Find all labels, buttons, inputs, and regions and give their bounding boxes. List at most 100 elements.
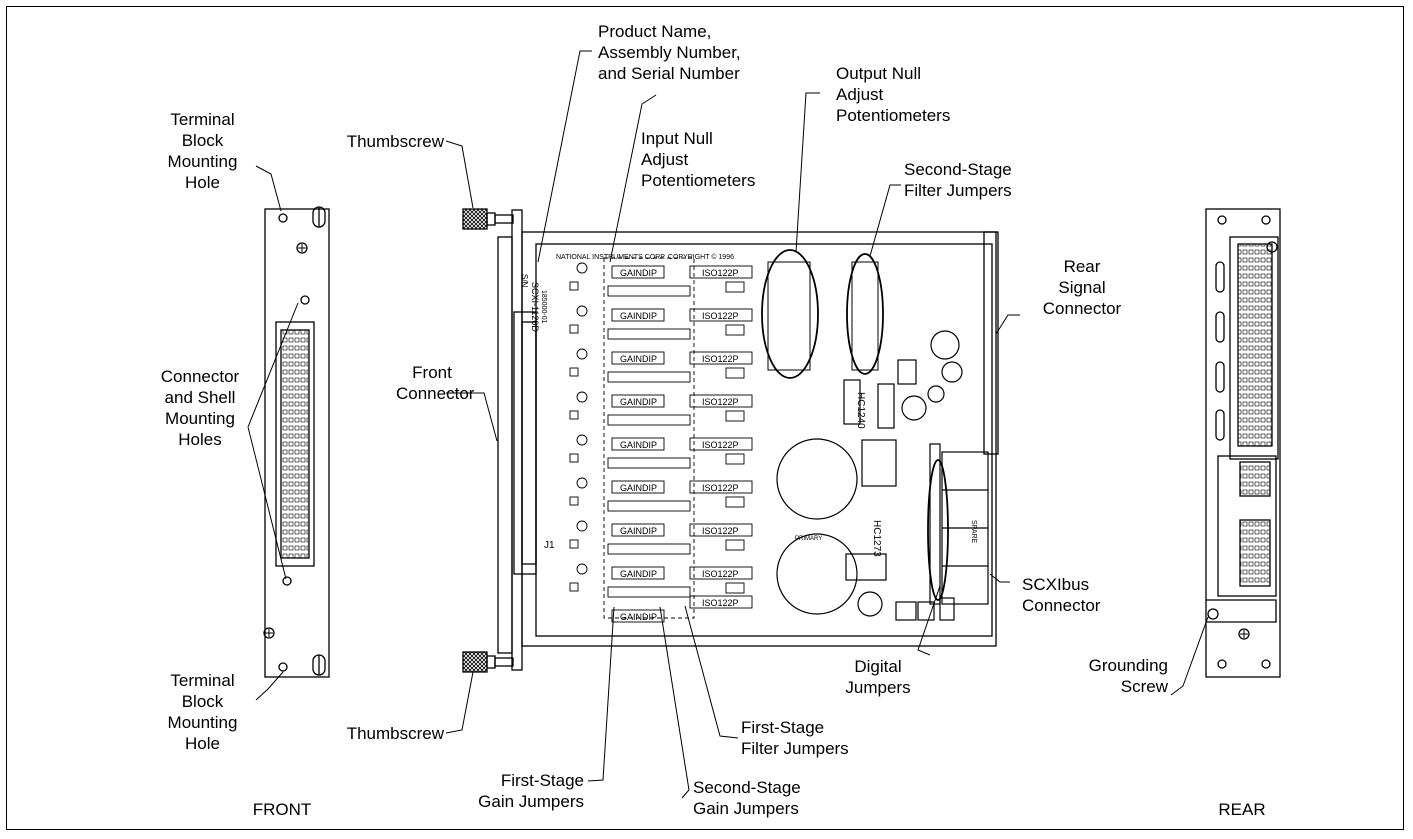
label-thumbscrew-top: Thumbscrew (346, 132, 444, 151)
component (725, 324, 745, 336)
svg-text:J1: J1 (544, 540, 555, 551)
jumper-strip (607, 586, 691, 598)
output-null-pots (761, 249, 819, 379)
input-pot (576, 391, 588, 403)
svg-text:HC1273: HC1273 (871, 520, 882, 557)
label-rear-view: REAR (1218, 800, 1266, 819)
jumper-strip (607, 414, 691, 426)
jumper-strip (607, 457, 691, 469)
input-pot (576, 520, 588, 532)
iso-label: ISO122P (702, 354, 739, 364)
gaindip-block (611, 394, 665, 408)
amplifier-rows: GAINDIP ISO122P GAINDIP ISO122P GAINDIP ISO12… (569, 257, 753, 623)
component (569, 496, 579, 506)
gaindip-label: GAINDIP (620, 268, 657, 278)
component (725, 496, 745, 508)
jumper-strip (607, 500, 691, 512)
gaindip-label: GAINDIP (620, 311, 657, 321)
svg-text:HC1240: HC1240 (855, 392, 866, 429)
iso-label: ISO122P (702, 268, 739, 278)
component (569, 453, 579, 463)
front-panel (263, 206, 330, 678)
component (569, 582, 579, 592)
gaindip-block (611, 480, 665, 494)
gaindip-label: GAINDIP (620, 569, 657, 579)
component (725, 410, 745, 422)
leader-lines (247, 50, 1209, 799)
iso-label: ISO122P (702, 440, 739, 450)
gaindip-label: GAINDIP (620, 612, 657, 622)
input-pot (576, 563, 588, 575)
svg-text:NATIONAL INSTRUMENTS CORP. COP: NATIONAL INSTRUMENTS CORP. COPYRIGHT © 1… (556, 253, 734, 261)
iso-label: ISO122P (702, 569, 739, 579)
component (725, 453, 745, 465)
input-pot (576, 434, 588, 446)
gaindip-label: GAINDIP (620, 397, 657, 407)
svg-text:SCXI-1120D: SCXI-1120D (530, 282, 540, 332)
gaindip-label: GAINDIP (620, 526, 657, 536)
gaindip-label: GAINDIP (620, 440, 657, 450)
component (725, 539, 745, 551)
iso-block (689, 308, 753, 322)
power-section (776, 330, 989, 621)
jumper-strip (607, 328, 691, 340)
iso-block (689, 595, 753, 609)
iso-label: ISO122P (702, 483, 739, 493)
svg-text:185000-01: 185000-01 (540, 290, 547, 324)
figure-frame (6, 6, 1404, 830)
gaindip-block (611, 437, 665, 451)
component (569, 539, 579, 549)
jumper-strip (607, 543, 691, 555)
gaindip-label: GAINDIP (620, 354, 657, 364)
iso-block (689, 351, 753, 365)
gaindip-block (611, 308, 665, 322)
module-board (462, 208, 999, 673)
iso-block (689, 480, 753, 494)
jumper-strip (607, 285, 691, 297)
second-stage-filter-block (846, 253, 884, 375)
gaindip-block (611, 523, 665, 537)
jumper-strip (607, 371, 691, 383)
input-pot (576, 305, 588, 317)
component (569, 324, 579, 334)
iso-block (689, 394, 753, 408)
iso-label: ISO122P (702, 397, 739, 407)
svg-text:S/N: S/N (520, 274, 529, 288)
label-thumbscrew-bottom: Thumbscrew (346, 724, 444, 743)
gaindip-block (611, 566, 665, 580)
iso-label: ISO122P (702, 598, 739, 608)
input-pot (576, 477, 588, 489)
iso-block (689, 566, 753, 580)
gaindip-block (611, 609, 665, 623)
iso-label: ISO122P (702, 526, 739, 536)
component (569, 367, 579, 377)
svg-text:SPARE: SPARE (970, 520, 977, 544)
input-pot (576, 348, 588, 360)
gaindip-label: GAINDIP (620, 483, 657, 493)
jumper-region (603, 257, 695, 619)
input-pot (576, 262, 588, 274)
rear-panel (1205, 208, 1281, 678)
iso-label: ISO122P (702, 311, 739, 321)
iso-block (689, 523, 753, 537)
svg-text:PRIMARY: PRIMARY (795, 536, 822, 542)
board-silkscreen: NATIONAL INSTRUMENTS CORP. COPYRIGHT © 1… (520, 253, 977, 557)
component (725, 281, 745, 293)
component (725, 582, 745, 594)
component (569, 410, 579, 420)
